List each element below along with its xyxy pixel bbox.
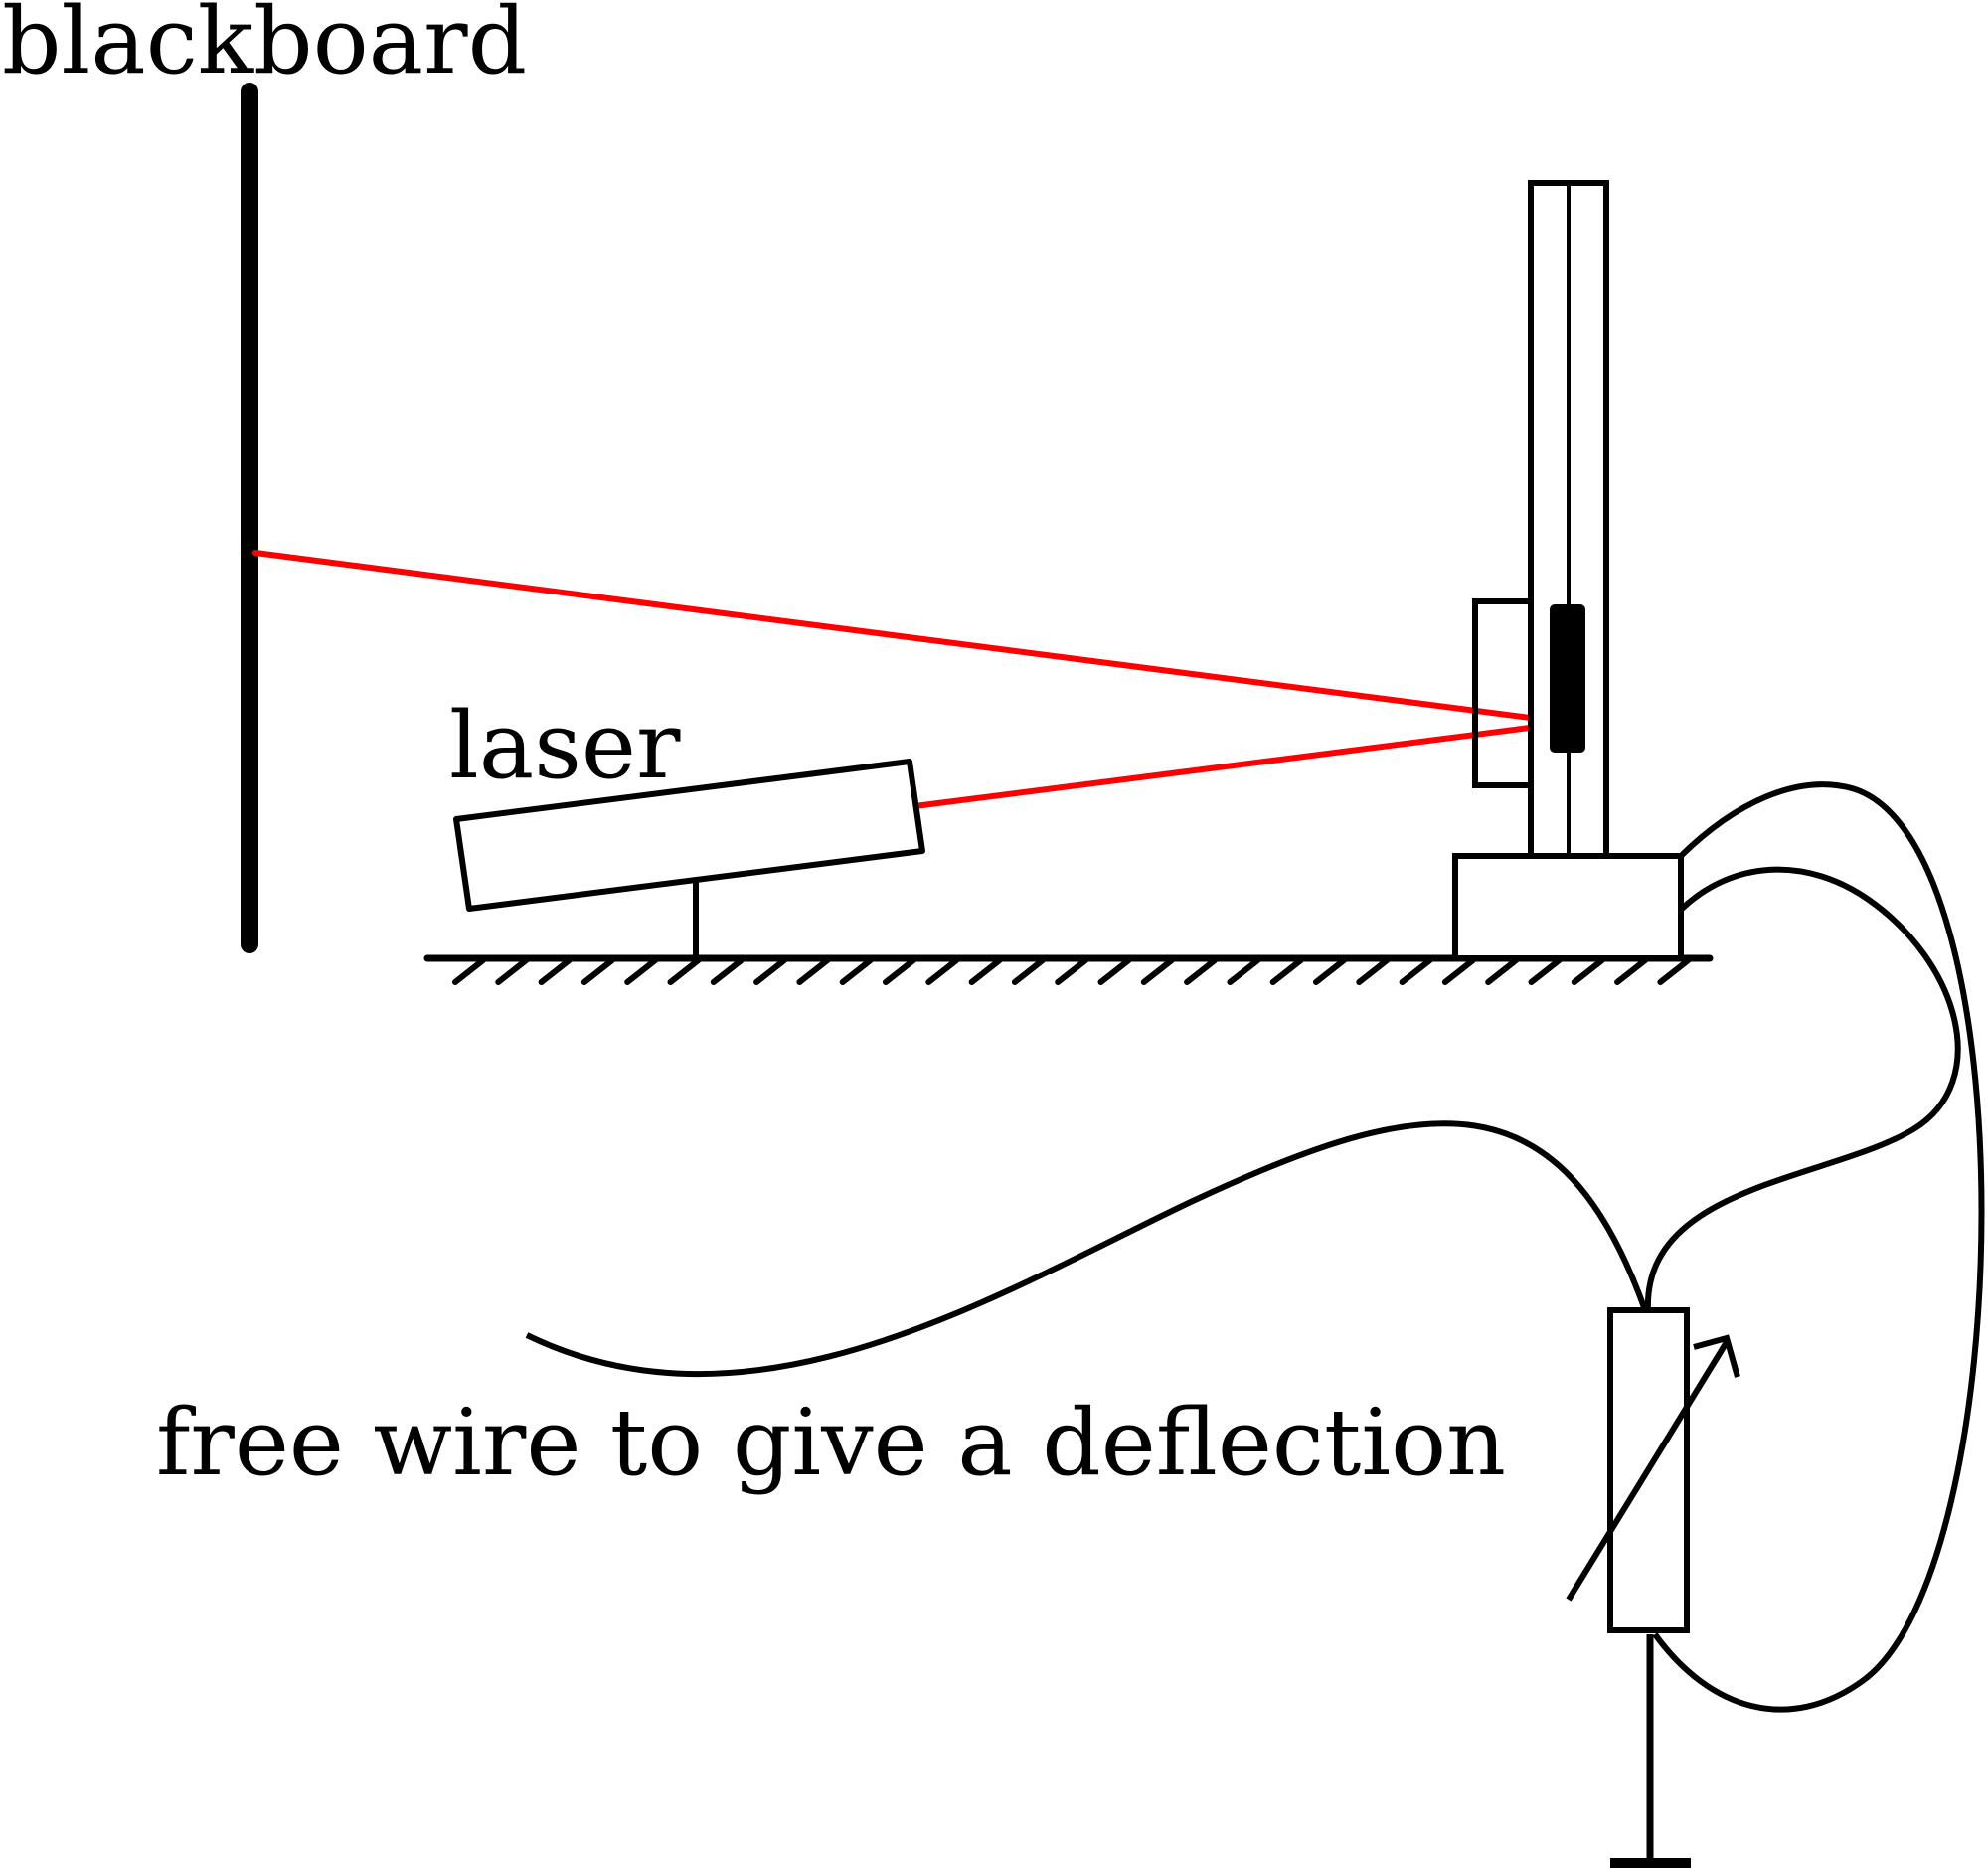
variable-arrow-shaft	[1566, 1340, 1730, 1602]
free-wire	[525, 1120, 1648, 1378]
mount-base	[1452, 853, 1684, 961]
wire-from-base-inner	[1644, 866, 1961, 1311]
blackboard-label: blackboard	[2, 0, 527, 94]
variable-resistor	[1566, 1307, 1740, 1633]
variable-arrow-head-icon	[1693, 1334, 1740, 1378]
free-wire-label: free wire to give a deflection	[156, 1389, 1506, 1496]
mount-bracket	[1472, 598, 1531, 788]
mirror-mount	[1452, 180, 1684, 961]
mirror	[1550, 604, 1585, 753]
ground	[423, 954, 1714, 985]
laser-label: laser	[449, 692, 681, 799]
wire-from-base-outer	[1652, 781, 1985, 1713]
laser-device	[453, 759, 925, 912]
